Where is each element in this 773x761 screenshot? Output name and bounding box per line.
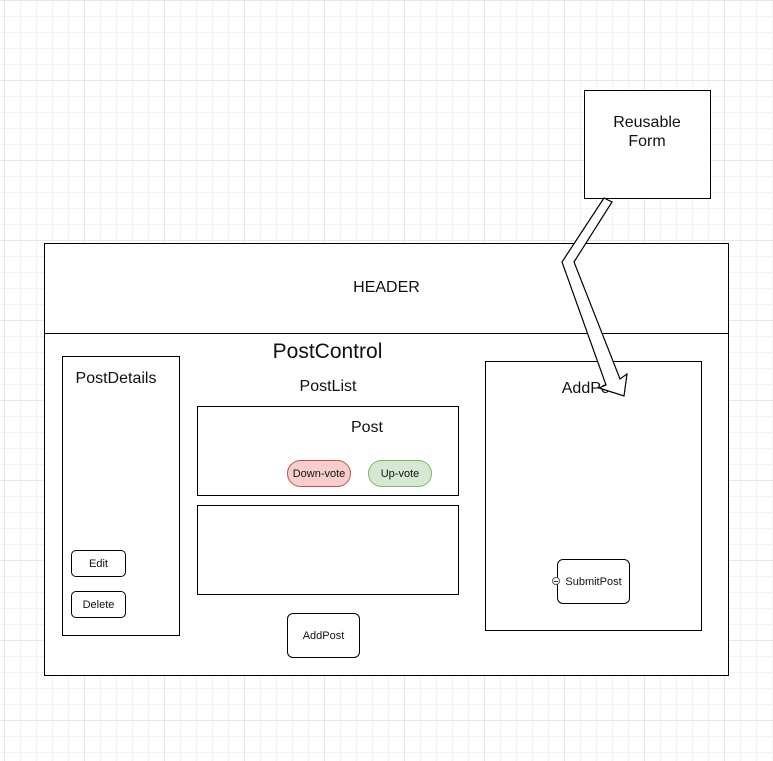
add-post-button[interactable]: AddPost [287,613,360,658]
post-control-title: PostControl [272,340,383,363]
post-details-label: PostDetails [75,370,157,387]
post-box-empty[interactable] [197,505,459,595]
downvote-button[interactable]: Down-vote [287,460,351,487]
header-section[interactable]: HEADER [45,244,728,334]
delete-button[interactable]: Delete [71,591,126,618]
reusable-form-label: Reusable Form [613,114,681,150]
edit-button[interactable]: Edit [71,550,126,577]
reusable-form-box[interactable]: Reusable Form [584,90,711,199]
header-label: HEADER [353,279,420,296]
collapse-icon[interactable] [552,577,560,585]
post-list-label: PostList [299,378,357,395]
add-post-panel-label: AddPost [561,380,623,397]
post-label: Post [350,419,383,436]
post-details-panel[interactable]: PostDetails [62,356,180,636]
submit-post-button[interactable]: SubmitPost [557,559,630,604]
upvote-button[interactable]: Up-vote [368,460,432,487]
